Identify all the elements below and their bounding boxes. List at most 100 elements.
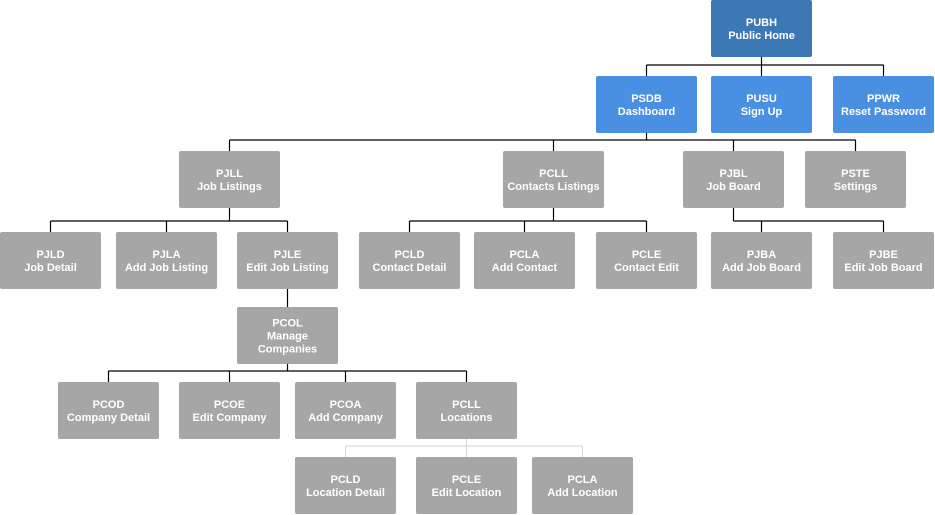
node-label: Reset Password xyxy=(841,106,926,118)
node-code: PJLA xyxy=(152,249,180,261)
node-label: Companies xyxy=(258,344,317,356)
node-box xyxy=(416,382,517,439)
node-box xyxy=(596,76,697,133)
node-box xyxy=(237,232,338,289)
node-box xyxy=(295,457,396,514)
node-code: PPWR xyxy=(867,93,900,105)
node-label: Job Board xyxy=(706,181,760,193)
node-label: Job Listings xyxy=(197,181,262,193)
connector-pubh xyxy=(645,57,885,76)
node-code: PCLE xyxy=(452,474,481,486)
node-label: Job Detail xyxy=(24,262,77,274)
node-box xyxy=(0,232,101,289)
node-box xyxy=(58,382,159,439)
node-code: PCOL xyxy=(272,318,303,330)
node-code: PCLL xyxy=(539,168,568,180)
node-box xyxy=(683,151,784,208)
node-code: PJLD xyxy=(36,249,64,261)
node-box xyxy=(711,76,812,133)
node-code: PCLD xyxy=(395,249,425,261)
node-label: Company Detail xyxy=(67,412,150,424)
node-box xyxy=(237,307,338,364)
connector-pcll-locations xyxy=(344,439,584,457)
connector-pcol xyxy=(107,364,468,382)
node-label: Add Contact xyxy=(492,262,558,274)
node-box xyxy=(805,151,906,208)
node-label: Contact Detail xyxy=(373,262,447,274)
node-code: PCOD xyxy=(93,399,125,411)
node-box xyxy=(833,76,934,133)
node-code: PJBE xyxy=(869,249,898,261)
node-label: Settings xyxy=(834,181,877,193)
node-label: Contacts Listings xyxy=(507,181,599,193)
node-label: Manage xyxy=(267,331,308,343)
connector-pjll xyxy=(49,208,289,232)
node-code: PCLA xyxy=(568,474,598,486)
node-code: PJLE xyxy=(274,249,302,261)
connectors xyxy=(49,57,885,457)
node-code: PCOE xyxy=(214,399,245,411)
node-label: Add Location xyxy=(547,487,618,499)
node-label: Contact Edit xyxy=(614,262,679,274)
node-code: PJLL xyxy=(216,168,243,180)
node-code: PCLA xyxy=(510,249,540,261)
node-code: PCLD xyxy=(331,474,361,486)
node-box xyxy=(596,232,697,289)
node-box xyxy=(532,457,633,514)
node-code: PUSU xyxy=(746,93,777,105)
node-label: Locations xyxy=(441,412,493,424)
node-label: Edit Location xyxy=(432,487,502,499)
node-box xyxy=(116,232,217,289)
node-code: PSDB xyxy=(631,93,662,105)
node-box xyxy=(179,382,280,439)
node-code: PCLE xyxy=(632,249,661,261)
node-code: PJBL xyxy=(719,168,747,180)
node-code: PSTE xyxy=(841,168,870,180)
node-box xyxy=(711,0,812,57)
node-box xyxy=(416,457,517,514)
node-code: PCOA xyxy=(330,399,362,411)
connector-pjbl xyxy=(732,208,885,232)
node-box xyxy=(711,232,812,289)
node-code: PCLL xyxy=(452,399,481,411)
node-label: Edit Job Board xyxy=(844,262,922,274)
node-label: Public Home xyxy=(728,30,795,42)
node-label: Edit Job Listing xyxy=(246,262,329,274)
node-box xyxy=(295,382,396,439)
node-box xyxy=(359,232,460,289)
connector-pcll-contacts xyxy=(408,208,648,232)
node-label: Add Company xyxy=(308,412,383,424)
node-label: Add Job Listing xyxy=(125,262,208,274)
node-label: Dashboard xyxy=(618,106,675,118)
node-code: PJBA xyxy=(747,249,776,261)
node-label: Location Detail xyxy=(306,487,385,499)
node-code: PUBH xyxy=(746,17,777,29)
connector-psdb xyxy=(228,133,857,151)
node-box xyxy=(179,151,280,208)
